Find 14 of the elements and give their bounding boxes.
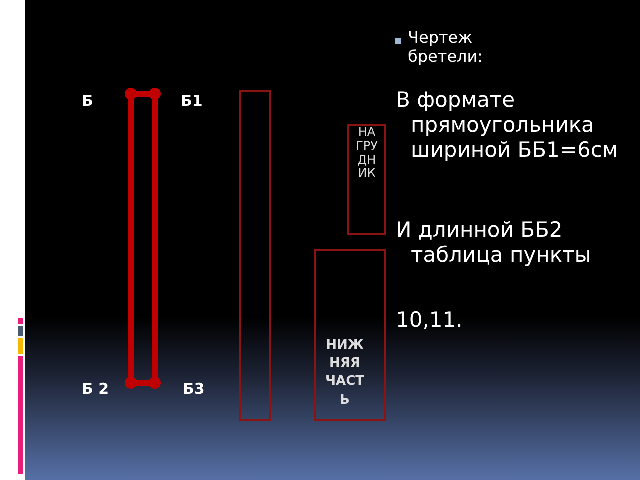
slide-text: И длинной ББ2 таблица пункты [396,218,592,268]
slide-text: Чертеж бретели: [408,28,484,66]
piece-label: НИЖНЯЯ ЧАСТЬ [324,337,366,410]
point-label: Б3 [183,380,205,398]
point-label: Б [82,92,94,110]
piece-label: НАГРУДНИК [356,126,378,182]
slide-text: 10,11. [396,308,464,334]
strip-outline [239,90,271,421]
slide-text: В формате прямоугольника шириной ББ1=6см [396,88,620,164]
point-label: Б 2 [82,380,110,398]
strap-pattern [124,87,162,390]
pattern-piece [347,124,386,235]
pattern-piece [314,249,386,421]
point-label: Б1 [181,92,203,110]
